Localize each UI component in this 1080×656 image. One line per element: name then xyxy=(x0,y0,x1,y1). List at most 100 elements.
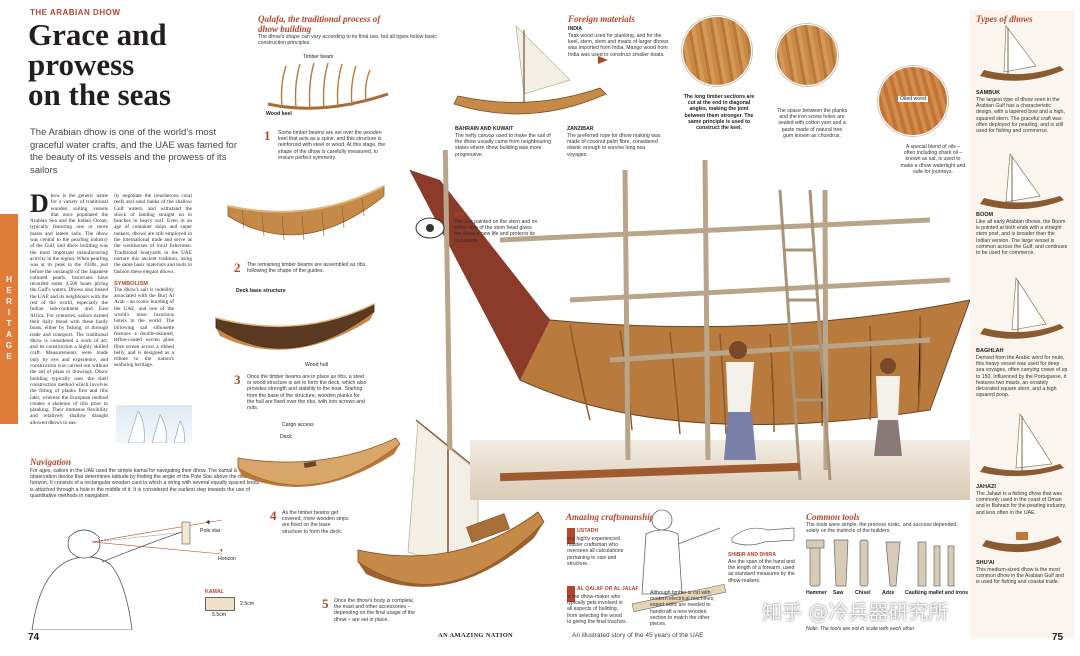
tools-intro: The tools were simple, the process rusti… xyxy=(806,522,957,535)
navigation-title: Navigation xyxy=(30,457,72,467)
body-text-1: how is the generic name for a variety of… xyxy=(30,193,108,426)
ustadh-text: is a highly experienced master craftsman… xyxy=(567,536,624,567)
step-1-text: Some timber beams are set over the woode… xyxy=(278,130,386,161)
shuai-name: SHU'AI xyxy=(976,560,995,566)
boom-text: Like all early Arabian dhows, the Boom i… xyxy=(976,219,1068,257)
saw-icon xyxy=(833,539,849,587)
main-dhow-scene xyxy=(370,129,971,500)
title-line-3: on the seas xyxy=(28,77,171,112)
foreign-dhow-illustration xyxy=(453,24,608,115)
heritage-tab: HERITAGE xyxy=(0,214,18,424)
oil-text: A special blend of oils – often includin… xyxy=(900,144,966,175)
timber-joint-detail xyxy=(682,16,752,86)
symbolism-text: The dhow's sail is indelibly associated … xyxy=(114,286,174,369)
hammer-icon xyxy=(809,545,821,587)
symbolism-title: SYMBOLISM xyxy=(114,280,148,287)
timber-cut-text: Although timber is cut with modern elect… xyxy=(650,590,715,628)
types-title: Types of dhows xyxy=(976,14,1033,24)
zanzibar-text: The preferred rope for dhow making was m… xyxy=(567,133,661,158)
shuai-text: This medium-sized dhow is the most commo… xyxy=(976,567,1064,586)
page-title: Grace and prowess on the seas xyxy=(28,19,171,112)
step-3-number: 3 xyxy=(234,372,241,387)
bahrain-title: BAHRAIN AND KUWAIT xyxy=(455,126,514,132)
rigged-dhow-illustration xyxy=(357,419,545,587)
hammer-label: Hammer xyxy=(806,590,827,596)
shibr-title: SHIBIR AND DHIRA xyxy=(728,552,776,558)
keel-frame-illustration xyxy=(267,62,389,110)
watermark: 知乎 @冷兵器研究所 xyxy=(762,600,949,624)
step-4-number: 4 xyxy=(270,508,277,523)
step-1-number: 1 xyxy=(264,128,271,143)
caulking-icon xyxy=(917,541,927,587)
dropcap: D xyxy=(30,193,49,218)
book-title: AN AMAZING NATION xyxy=(438,632,514,639)
adze-icon xyxy=(885,541,901,587)
space-text: The space between the planks and the iro… xyxy=(776,108,848,139)
sambuk-icon xyxy=(980,25,1064,81)
boom-name: BOOM xyxy=(976,212,994,218)
title-line-2: prowess xyxy=(28,47,135,82)
kamal-label: KAMAL xyxy=(205,589,224,595)
qalaf-text: is the dhow-maker who typically gets inv… xyxy=(567,594,627,625)
body-column-1: D how is the generic name for a variety … xyxy=(30,193,108,445)
seal-detail xyxy=(776,24,838,86)
step-3-text: Once the timber beams are in place as ri… xyxy=(247,374,367,412)
step-2-text: The remaining timber beams are assembled… xyxy=(247,262,367,275)
tools-illustration xyxy=(806,539,955,587)
wood-hull-label: Wood hull xyxy=(305,362,328,368)
intro-text: The Arabian dhow is one of the world's m… xyxy=(30,127,237,176)
caulk-label: Caulking mallet and irons xyxy=(905,590,969,596)
jahazi-icon xyxy=(980,412,1064,477)
pole-star-label: Pole star xyxy=(200,528,221,534)
pole-star-icon: ✦ xyxy=(205,518,212,527)
india-text: Teak wood used for planking, and for the… xyxy=(568,33,669,58)
page-number-left: 74 xyxy=(28,632,40,643)
kamal-card xyxy=(205,597,235,611)
deck-base-label: Deck base structure xyxy=(236,288,286,294)
baghlah-name: BAGHLAH xyxy=(976,348,1004,354)
qalafa-title: Qalafa, the traditional process of dhow … xyxy=(258,14,381,34)
shibr-text: Are the span of the hand and the length … xyxy=(728,559,795,584)
qalaf-icon xyxy=(567,586,575,602)
jahazi-name: JAHAZI xyxy=(976,484,996,490)
ayn-text: The eye painted on the stern and on eith… xyxy=(454,219,538,244)
qalafa-intro: The dhow's shape can vary according to i… xyxy=(258,34,437,47)
tools-note: Note: The tools are not in scale with ea… xyxy=(806,626,915,632)
kicker: THE ARABIAN DHOW xyxy=(30,8,121,17)
navigation-text: For ages, sailors in the UAE used the si… xyxy=(30,468,263,499)
wood-keel-label: Wood keel xyxy=(266,111,292,117)
boom-icon xyxy=(980,153,1064,210)
deck-structure-illustration xyxy=(215,303,375,350)
timber-beam-label: Timber beam xyxy=(303,54,334,60)
timber-sections-text: The long timber sections are cut at the … xyxy=(683,94,755,132)
craft-title: Amazing craftsmanship xyxy=(566,512,655,522)
kamal-height: 2.5cm xyxy=(240,601,255,607)
india-title: INDIA xyxy=(568,26,583,32)
kamal-width: 5.5cm xyxy=(212,612,227,618)
baghlah-text: Derived from the Arabic word for mule, t… xyxy=(976,355,1068,399)
chisel-label: Chisel xyxy=(855,590,871,596)
page-number-right: 75 xyxy=(1052,632,1064,643)
chisel-icon xyxy=(859,539,869,587)
body-column-2: ily negotiate the treacherous coral reef… xyxy=(114,193,192,369)
worker-left-figure xyxy=(724,341,756,460)
step-5-number: 5 xyxy=(322,596,329,611)
hand-measure-icon xyxy=(731,527,795,546)
foreign-title: Foreign materials xyxy=(568,14,635,24)
sambuk-text: The largest type of dhow seen in the Ara… xyxy=(976,97,1065,135)
heritage-tab-label: HERITAGE xyxy=(4,275,14,363)
ustadh-title: USTADH xyxy=(577,528,599,534)
horizon-icon: ◐ xyxy=(220,548,224,554)
step-2-number: 2 xyxy=(234,260,241,275)
horizon-label: Horizon xyxy=(218,556,236,562)
book-tagline: An illustrated story of the 45 years of … xyxy=(572,632,704,639)
tools-title: Common tools xyxy=(806,512,860,522)
body-text-2: ily negotiate the treacherous coral reef… xyxy=(114,193,192,275)
baghlah-icon xyxy=(980,276,1064,339)
qalaf-title: AL QALAF OR AL JALAF xyxy=(577,586,639,592)
step-5-text: Once the dhow's body is complete, the ma… xyxy=(334,598,416,623)
jahazi-text: The Jahazi is a fishing dhow that was co… xyxy=(976,491,1067,516)
oiled-wood-label: Oiled wood xyxy=(898,96,928,102)
saw-label: Saw xyxy=(833,590,844,596)
adze-label: Adze xyxy=(882,590,895,596)
